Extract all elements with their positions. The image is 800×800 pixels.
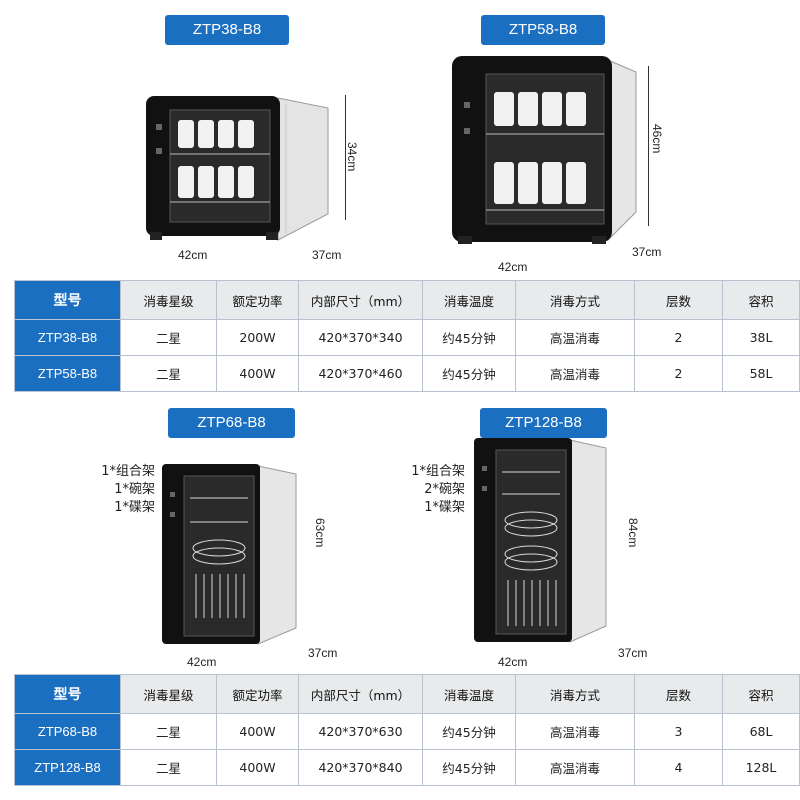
height-dim-ztp38: 34cm <box>345 142 359 172</box>
header-layers: 层数 <box>634 280 723 320</box>
spec-table-bottom: 型号 消毒星级 额定功率 内部尺寸（mm） 消毒温度 消毒方式 层数 容积 ZT… <box>14 674 800 786</box>
cabinet-image-ztp128 <box>474 438 607 643</box>
table-header-row: 型号 消毒星级 额定功率 内部尺寸（mm） 消毒温度 消毒方式 层数 容积 <box>14 674 800 714</box>
cell-power: 200W <box>216 319 299 356</box>
header-volume: 容积 <box>722 674 800 714</box>
header-power: 额定功率 <box>216 674 299 714</box>
accessory-list-ztp128: 1*组合架 2*碗架 1*碟架 <box>380 463 465 517</box>
cell-star-level: 二星 <box>120 319 217 356</box>
header-temperature: 消毒温度 <box>422 280 516 320</box>
cell-method: 高温消毒 <box>515 355 635 392</box>
depth-dim-ztp58: 37cm <box>632 245 662 259</box>
model-label-ztp58: ZTP58-B8 <box>481 15 605 45</box>
depth-dim-ztp38: 37cm <box>312 248 342 262</box>
height-guide-ztp58 <box>648 66 649 226</box>
cell-star-level: 二星 <box>120 749 217 786</box>
table-row: ZTP38-B8 二星 200W 420*370*340 约45分钟 高温消毒 … <box>14 319 800 356</box>
model-label-ztp38: ZTP38-B8 <box>165 15 289 45</box>
table-row: ZTP128-B8 二星 400W 420*370*840 约45分钟 高温消毒… <box>14 749 800 786</box>
cell-temperature: 约45分钟 <box>422 355 516 392</box>
cell-model: ZTP58-B8 <box>14 355 121 392</box>
model-label-ztp68: ZTP68-B8 <box>168 408 295 438</box>
cabinet-image-ztp38 <box>146 96 329 241</box>
cell-inner-size: 420*370*340 <box>298 319 423 356</box>
cell-volume: 38L <box>722 319 800 356</box>
accessory-item: 2*碗架 <box>424 482 465 497</box>
table-header-row: 型号 消毒星级 额定功率 内部尺寸（mm） 消毒温度 消毒方式 层数 容积 <box>14 280 800 320</box>
cell-temperature: 约45分钟 <box>422 713 516 750</box>
header-inner-size: 内部尺寸（mm） <box>298 674 423 714</box>
header-inner-size: 内部尺寸（mm） <box>298 280 423 320</box>
cell-temperature: 约45分钟 <box>422 749 516 786</box>
cell-layers: 4 <box>634 749 723 786</box>
accessory-item: 1*碗架 <box>114 482 155 497</box>
model-label-ztp128: ZTP128-B8 <box>480 408 607 438</box>
height-guide-ztp38 <box>345 95 346 220</box>
depth-dim-ztp68: 37cm <box>308 646 338 660</box>
header-star-level: 消毒星级 <box>120 280 217 320</box>
header-method: 消毒方式 <box>515 674 635 714</box>
cell-star-level: 二星 <box>120 355 217 392</box>
cell-model: ZTP38-B8 <box>14 319 121 356</box>
cabinet-image-ztp68 <box>162 464 297 645</box>
cell-power: 400W <box>216 713 299 750</box>
cell-inner-size: 420*370*840 <box>298 749 423 786</box>
header-star-level: 消毒星级 <box>120 674 217 714</box>
cell-power: 400W <box>216 355 299 392</box>
width-dim-ztp38: 42cm <box>178 248 208 262</box>
cell-temperature: 约45分钟 <box>422 319 516 356</box>
cell-volume: 128L <box>722 749 800 786</box>
cell-layers: 2 <box>634 355 723 392</box>
height-dim-ztp68: 63cm <box>313 518 327 548</box>
accessory-item: 1*碟架 <box>424 500 465 515</box>
cell-volume: 58L <box>722 355 800 392</box>
cell-method: 高温消毒 <box>515 713 635 750</box>
cell-model: ZTP68-B8 <box>14 713 121 750</box>
table-row: ZTP68-B8 二星 400W 420*370*630 约45分钟 高温消毒 … <box>14 713 800 750</box>
table-row: ZTP58-B8 二星 400W 420*370*460 约45分钟 高温消毒 … <box>14 355 800 392</box>
height-dim-ztp128: 84cm <box>626 518 640 548</box>
height-dim-ztp58: 46cm <box>650 124 664 154</box>
accessory-item: 1*组合架 <box>411 464 465 479</box>
header-method: 消毒方式 <box>515 280 635 320</box>
cell-layers: 2 <box>634 319 723 356</box>
cabinet-image-ztp58 <box>452 56 637 244</box>
accessory-item: 1*组合架 <box>101 464 155 479</box>
cell-star-level: 二星 <box>120 713 217 750</box>
spec-table-top: 型号 消毒星级 额定功率 内部尺寸（mm） 消毒温度 消毒方式 层数 容积 ZT… <box>14 280 800 392</box>
width-dim-ztp128: 42cm <box>498 655 528 669</box>
accessory-item: 1*碟架 <box>114 500 155 515</box>
depth-dim-ztp128: 37cm <box>618 646 648 660</box>
accessory-list-ztp68: 1*组合架 1*碗架 1*碟架 <box>70 463 155 517</box>
cell-power: 400W <box>216 749 299 786</box>
cell-model: ZTP128-B8 <box>14 749 121 786</box>
header-power: 额定功率 <box>216 280 299 320</box>
cell-inner-size: 420*370*630 <box>298 713 423 750</box>
header-model: 型号 <box>14 280 121 320</box>
header-temperature: 消毒温度 <box>422 674 516 714</box>
width-dim-ztp58: 42cm <box>498 260 528 274</box>
cell-volume: 68L <box>722 713 800 750</box>
cell-method: 高温消毒 <box>515 749 635 786</box>
header-volume: 容积 <box>722 280 800 320</box>
cell-inner-size: 420*370*460 <box>298 355 423 392</box>
cell-layers: 3 <box>634 713 723 750</box>
header-layers: 层数 <box>634 674 723 714</box>
cell-method: 高温消毒 <box>515 319 635 356</box>
width-dim-ztp68: 42cm <box>187 655 217 669</box>
header-model: 型号 <box>14 674 121 714</box>
